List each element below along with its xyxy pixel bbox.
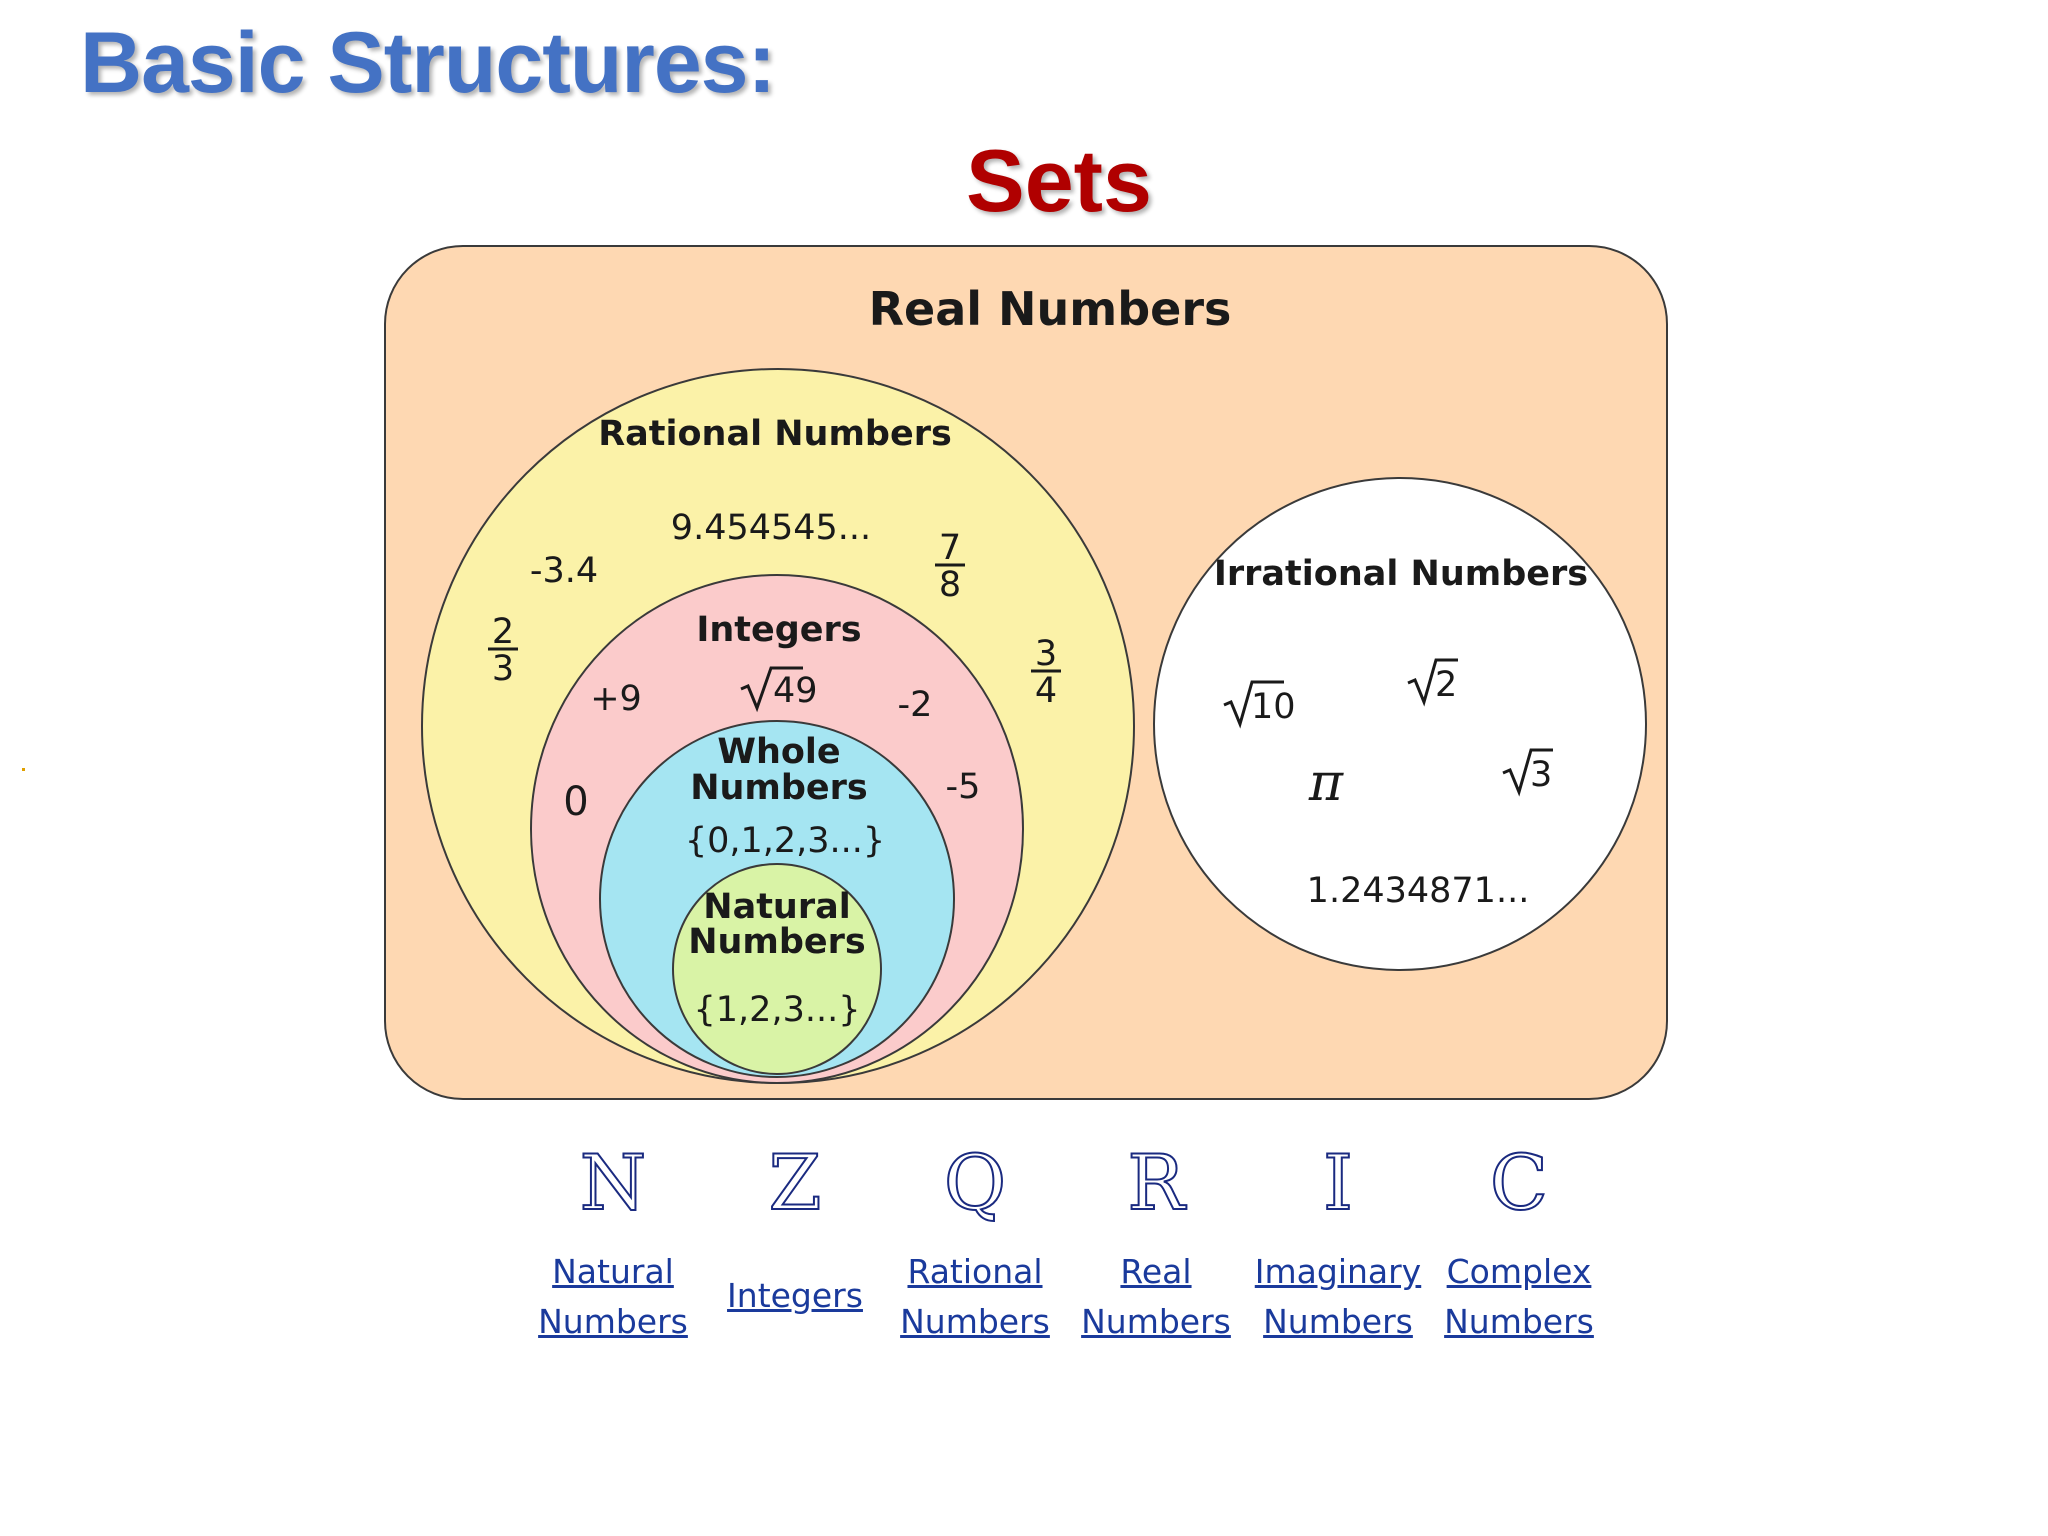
irrational-example-decimal: 1.2434871... bbox=[1307, 871, 1530, 911]
link-natural-line2: Numbers bbox=[538, 1302, 688, 1341]
link-imaginary-line2: Numbers bbox=[1263, 1302, 1413, 1341]
symbol-integers: Z bbox=[768, 1138, 823, 1227]
link-complex-line1: Complex bbox=[1446, 1252, 1592, 1291]
fraction-23-numerator: 2 bbox=[492, 612, 514, 652]
link-real-line1: Real bbox=[1120, 1252, 1192, 1291]
integer-example-plus-nine: +9 bbox=[590, 679, 642, 719]
slide-title: Basic Structures: bbox=[80, 15, 776, 111]
irrational-example-root-3: 3 bbox=[1502, 748, 1553, 797]
natural-numbers-label-line2: Numbers bbox=[688, 922, 866, 962]
symbol-natural: N bbox=[579, 1138, 648, 1227]
symbol-imaginary: I bbox=[1322, 1138, 1354, 1227]
symbol-real: R bbox=[1126, 1138, 1185, 1227]
integers-label: Integers bbox=[696, 610, 861, 650]
rational-example-negative-decimal: -3.4 bbox=[530, 551, 598, 591]
svg-text:3: 3 bbox=[1530, 755, 1552, 795]
fraction-34-numerator: 3 bbox=[1035, 634, 1057, 674]
integer-example-root-49: 49 bbox=[740, 666, 818, 713]
link-imaginary-numbers[interactable]: Imaginary Numbers bbox=[1248, 1247, 1428, 1347]
fraction-78-denominator: 8 bbox=[939, 565, 961, 605]
natural-numbers-region bbox=[672, 863, 882, 1075]
fraction-two-thirds: 2 3 bbox=[488, 612, 518, 689]
link-complex-numbers[interactable]: Complex Numbers bbox=[1429, 1247, 1609, 1347]
link-rational-line1: Rational bbox=[907, 1252, 1043, 1291]
link-real-numbers[interactable]: Real Numbers bbox=[1066, 1247, 1246, 1347]
link-natural-numbers[interactable]: Natural Numbers bbox=[523, 1247, 703, 1347]
whole-numbers-label-line2: Numbers bbox=[690, 768, 868, 808]
slide-subtitle: Sets bbox=[966, 131, 1152, 230]
link-complex-line2: Numbers bbox=[1444, 1302, 1594, 1341]
link-rational-line2: Numbers bbox=[900, 1302, 1050, 1341]
stray-dot bbox=[22, 768, 25, 771]
irrational-example-root-2: 2 bbox=[1407, 658, 1458, 707]
integer-example-zero: 0 bbox=[563, 779, 588, 825]
link-imaginary-line1: Imaginary bbox=[1254, 1252, 1422, 1291]
link-natural-line1: Natural bbox=[552, 1252, 674, 1291]
link-rational-numbers[interactable]: Rational Numbers bbox=[885, 1247, 1065, 1347]
irrational-example-root-10: 10 bbox=[1223, 680, 1296, 729]
irrational-example-pi: π bbox=[1308, 753, 1344, 813]
fraction-three-quarters: 3 4 bbox=[1031, 634, 1061, 711]
natural-numbers-label-line1: Natural bbox=[703, 887, 850, 927]
link-integers[interactable]: Integers bbox=[705, 1271, 885, 1321]
natural-numbers-example: {1,2,3...} bbox=[694, 990, 861, 1030]
svg-text:2: 2 bbox=[1435, 665, 1457, 705]
rational-numbers-label: Rational Numbers bbox=[598, 414, 952, 454]
link-real-line2: Numbers bbox=[1081, 1302, 1231, 1341]
integer-example-negative-two: -2 bbox=[898, 685, 933, 725]
irrational-numbers-label: Irrational Numbers bbox=[1214, 554, 1588, 594]
whole-numbers-label-line1: Whole bbox=[717, 732, 840, 772]
symbol-complex: C bbox=[1489, 1138, 1549, 1227]
irrational-numbers-region bbox=[1153, 477, 1647, 971]
fraction-78-numerator: 7 bbox=[939, 528, 961, 568]
fraction-seven-eighths: 7 8 bbox=[935, 528, 965, 605]
fraction-23-denominator: 3 bbox=[492, 649, 514, 689]
rational-example-repeating: 9.454545... bbox=[671, 508, 871, 548]
real-numbers-label: Real Numbers bbox=[869, 282, 1232, 336]
integer-example-negative-five: -5 bbox=[946, 767, 981, 807]
svg-text:49: 49 bbox=[773, 671, 818, 711]
svg-text:10: 10 bbox=[1251, 687, 1296, 727]
fraction-34-denominator: 4 bbox=[1035, 671, 1057, 711]
whole-numbers-example: {0,1,2,3...} bbox=[685, 821, 885, 861]
link-integers-line1: Integers bbox=[727, 1276, 863, 1315]
symbol-rational: Q bbox=[943, 1138, 1007, 1227]
